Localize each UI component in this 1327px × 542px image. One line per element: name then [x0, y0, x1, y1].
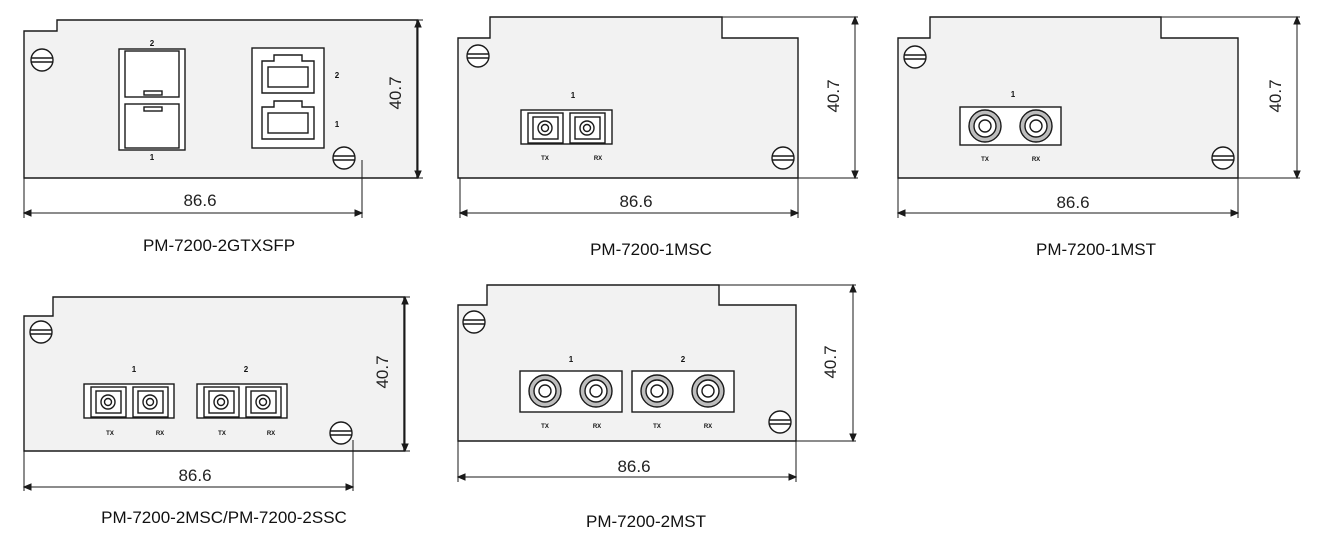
screw-icon: [903, 45, 927, 69]
height-dimension: [1161, 15, 1301, 180]
panel-outline: [897, 16, 1239, 179]
height-label: 40.7: [824, 79, 843, 112]
port-number: 1: [132, 365, 137, 374]
height-dimension: [722, 15, 859, 180]
port-number: 1: [1011, 90, 1016, 99]
width-label: 86.6: [619, 192, 652, 211]
width-dimension: [22, 440, 355, 491]
tx-label: TX: [541, 424, 549, 430]
height-label: 40.7: [386, 76, 405, 109]
width-dimension: [458, 178, 800, 218]
tx-label: TX: [106, 431, 114, 437]
sfp-label-bottom: 1: [150, 153, 155, 162]
width-label: 86.6: [1056, 193, 1089, 212]
sc-port-2: [196, 383, 288, 419]
height-label: 40.7: [821, 345, 840, 378]
module-2mst: 1 2 TX RX TX RX 86.6 40.7: [456, 283, 857, 482]
caption-2gtxsfp: PM-7200-2GTXSFP: [142, 236, 296, 255]
module-2msc-2ssc: 1 2 TX RX TX RX 86.6 40.7: [22, 295, 410, 491]
tx-label: TX: [541, 156, 549, 162]
rx-label: RX: [156, 431, 164, 437]
tx-label: TX: [981, 157, 989, 163]
width-dimension: [456, 441, 798, 482]
height-label: 40.7: [1266, 79, 1285, 112]
height-dimension: [401, 295, 410, 453]
rx-label: RX: [1032, 157, 1040, 163]
caption-2mst: PM-7200-2MST: [586, 512, 706, 531]
tx-label: TX: [653, 424, 661, 430]
rx-label: RX: [593, 424, 601, 430]
panel-outline: [457, 284, 797, 442]
rx-label: RX: [267, 431, 275, 437]
tx-label: TX: [218, 431, 226, 437]
screw-icon: [29, 320, 53, 344]
port-number: 2: [681, 355, 686, 364]
port-number: 1: [571, 91, 576, 100]
rj45-label-top: 2: [335, 71, 340, 80]
screw-icon: [768, 410, 792, 434]
caption-2msc-2ssc: PM-7200-2MSC/PM-7200-2SSC: [101, 508, 347, 527]
module-1msc: 1 TX RX 86.6 40.7: [457, 15, 859, 218]
height-label: 40.7: [373, 355, 392, 388]
width-label: 86.6: [178, 466, 211, 485]
caption-1msc: PM-7200-1MSC: [590, 240, 712, 259]
module-1mst: 1 TX RX 86.6 40.7: [896, 15, 1301, 218]
width-label: 86.6: [617, 457, 650, 476]
rx-label: RX: [704, 424, 712, 430]
sc-port-1: [83, 383, 175, 419]
screw-icon: [1211, 146, 1235, 170]
screw-icon: [466, 44, 490, 68]
screw-icon: [462, 310, 486, 334]
rj45-label-bottom: 1: [335, 120, 340, 129]
rj45-ports: [251, 47, 325, 149]
panel-outline: [23, 19, 418, 179]
sfp-cage: [118, 48, 186, 151]
caption-1mst: PM-7200-1MST: [1036, 240, 1156, 259]
screw-icon: [329, 421, 353, 445]
height-dimension: [414, 18, 423, 180]
screw-icon: [30, 48, 54, 72]
rx-label: RX: [594, 156, 602, 162]
panel-outline: [457, 16, 799, 179]
port-number: 1: [569, 355, 574, 364]
screw-icon: [771, 146, 795, 170]
st-port-1: [519, 370, 623, 413]
port-number: 2: [244, 365, 249, 374]
width-dimension: [896, 178, 1240, 218]
width-label: 86.6: [183, 191, 216, 210]
sfp-label-top: 2: [150, 39, 155, 48]
module-2gtxsfp: 2 1 2 1 86.6 40.7: [22, 18, 423, 218]
st-port: [959, 106, 1062, 146]
sc-port: [520, 109, 613, 145]
screw-icon: [332, 146, 356, 170]
st-port-2: [631, 370, 735, 413]
height-dimension: [719, 283, 857, 443]
width-dimension: [22, 160, 364, 218]
